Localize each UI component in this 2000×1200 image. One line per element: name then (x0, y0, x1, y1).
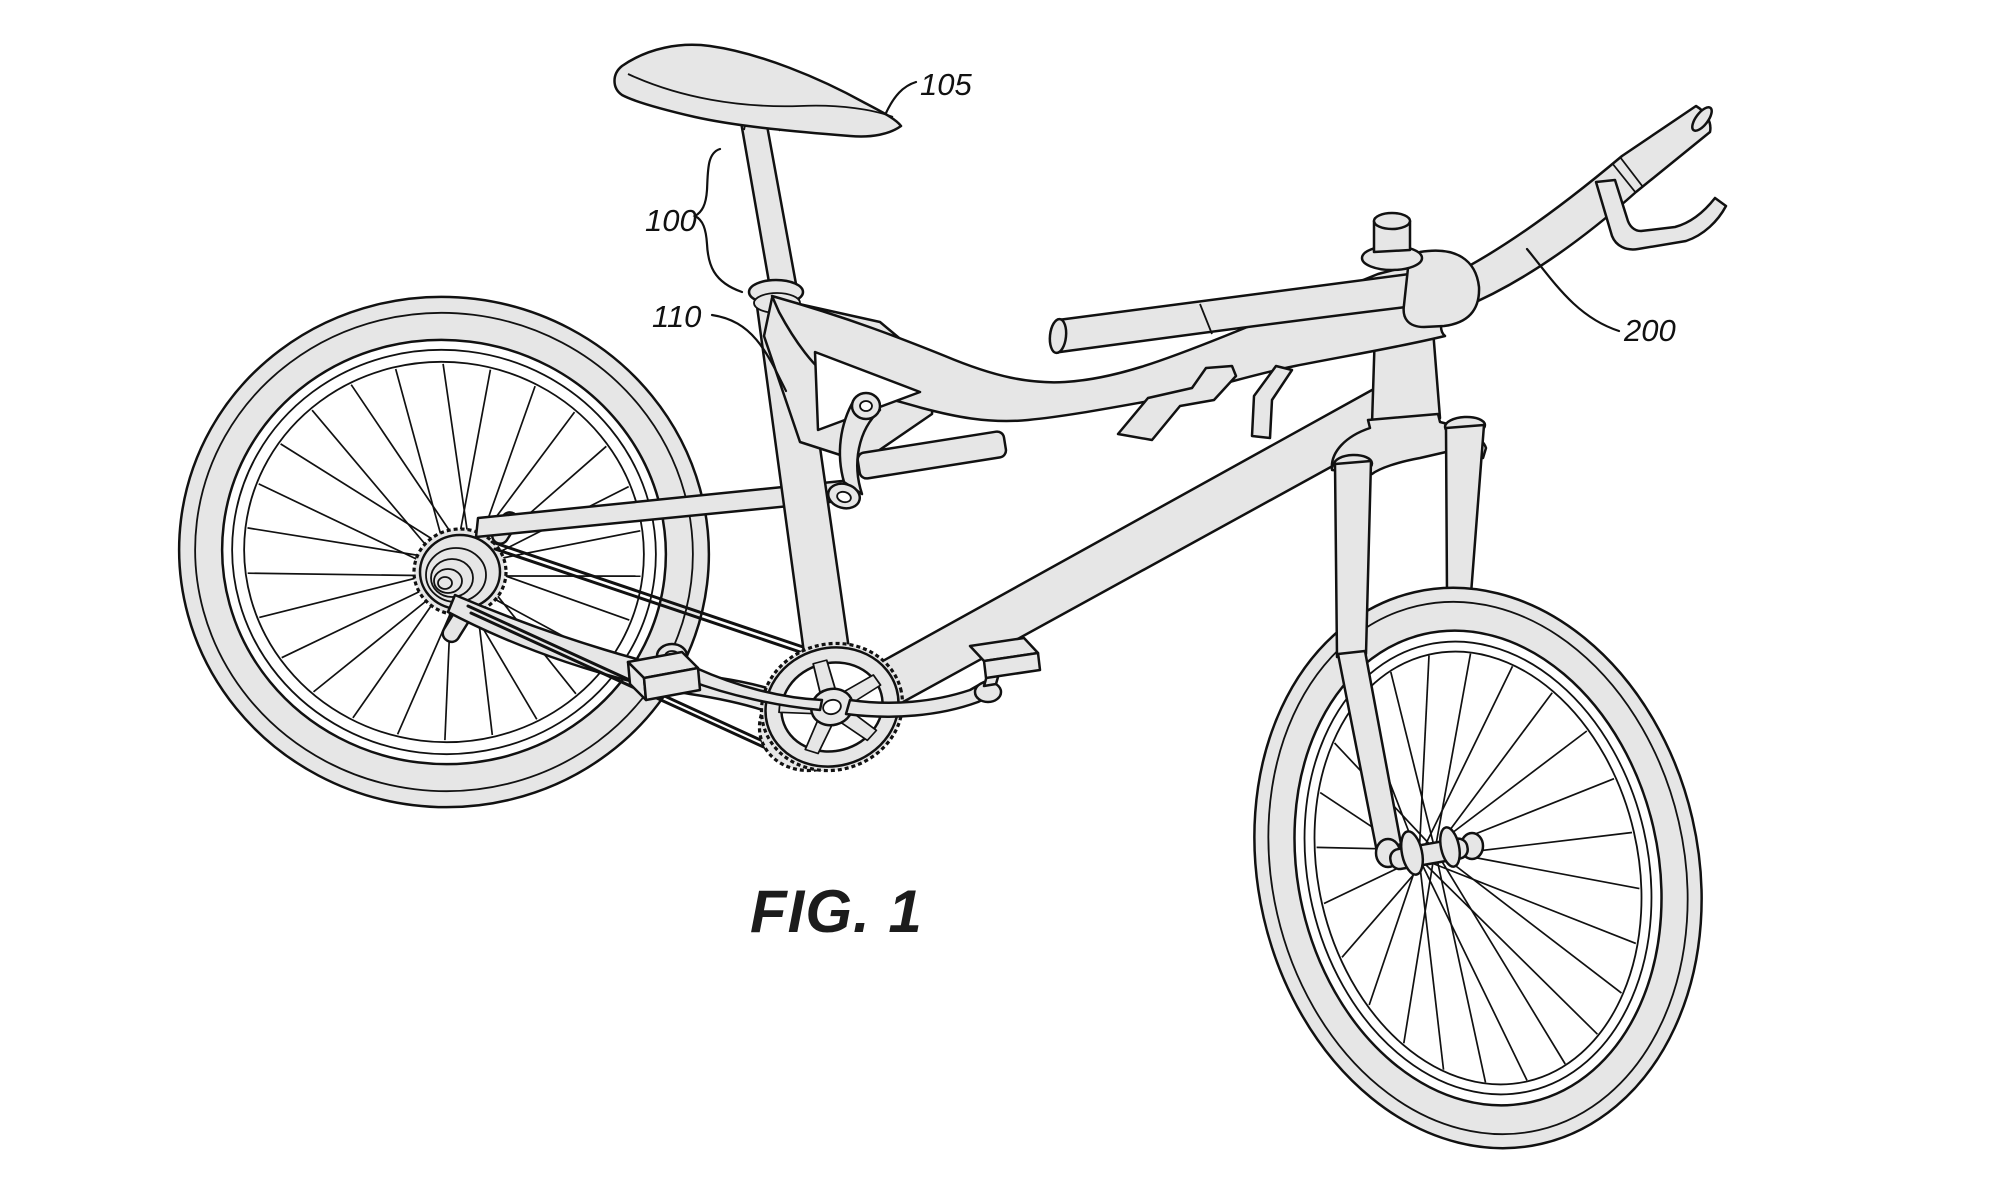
front-rim (1303, 640, 1653, 1096)
seatpost (739, 118, 798, 290)
front-tire-shoulder (1267, 600, 1689, 1136)
spoke (1434, 849, 1566, 1065)
ref-label-100: 100 (645, 203, 697, 238)
left-pedal (626, 650, 702, 702)
spoke (1434, 849, 1623, 994)
left-grip-line (1199, 303, 1213, 335)
spoke (1418, 857, 1637, 945)
frame (747, 258, 1488, 732)
front-hub-flange-near (1399, 830, 1425, 876)
front-wheel (1253, 586, 1703, 1150)
handlebar-right-end-cap (1691, 106, 1713, 132)
handlebar-assembly (1048, 104, 1728, 442)
fork-leg-near-upper (1333, 459, 1373, 659)
spoke (1368, 857, 1420, 1006)
spoke (1434, 849, 1487, 1083)
brake-cable-guide (1116, 364, 1238, 442)
right-grip-line (1619, 156, 1644, 188)
rear-rim (231, 348, 657, 756)
spoke (1418, 857, 1528, 1081)
figure-caption: FIG. 1 (750, 878, 923, 945)
steerer-cap-top (1372, 211, 1412, 231)
spoke (1418, 655, 1430, 859)
rear-cassette (412, 527, 508, 617)
top-tube-beam (770, 258, 1454, 423)
spoke (1418, 665, 1514, 859)
front-hub-flange-far (1439, 826, 1461, 868)
saddle (613, 43, 903, 138)
spoke (1434, 692, 1553, 851)
front-hub (1389, 826, 1469, 876)
annotations: 105 100 110 200 FIG. 1 (645, 67, 1676, 945)
handlebar-right (1448, 104, 1712, 310)
fork-leg-far-upper (1444, 423, 1486, 598)
rear-wheel (177, 295, 711, 809)
saddle-contour-line (627, 73, 894, 118)
spoke (1434, 653, 1472, 851)
ref-label-110: 110 (652, 299, 701, 334)
suspension-rocker-link (838, 398, 882, 496)
spoke (1389, 671, 1436, 851)
crankset (626, 636, 1042, 773)
brace-100 (692, 147, 744, 294)
handlebar-left-end-cap (1048, 317, 1068, 355)
rear-shock (856, 430, 1008, 480)
leader-110 (710, 313, 788, 393)
spoke (1402, 849, 1436, 1044)
leader-200 (1525, 247, 1621, 333)
rear-rim-inner (243, 360, 645, 744)
rear-tire-shoulder (194, 311, 694, 793)
spoke (1418, 857, 1598, 1035)
right-pedal (968, 636, 1042, 680)
leader-105 (884, 80, 918, 115)
brake-lever-left (1250, 364, 1294, 440)
seat-assembly (613, 43, 903, 290)
front-rim-inner (1313, 650, 1643, 1086)
front-tire-inner (1293, 629, 1663, 1107)
right-grip-line (1611, 162, 1637, 194)
brake-lever-right (1594, 178, 1728, 251)
ref-label-200: 200 (1623, 313, 1676, 348)
ref-label-105: 105 (920, 67, 972, 102)
front-end (1253, 415, 1703, 1150)
spoke (1418, 857, 1445, 1070)
